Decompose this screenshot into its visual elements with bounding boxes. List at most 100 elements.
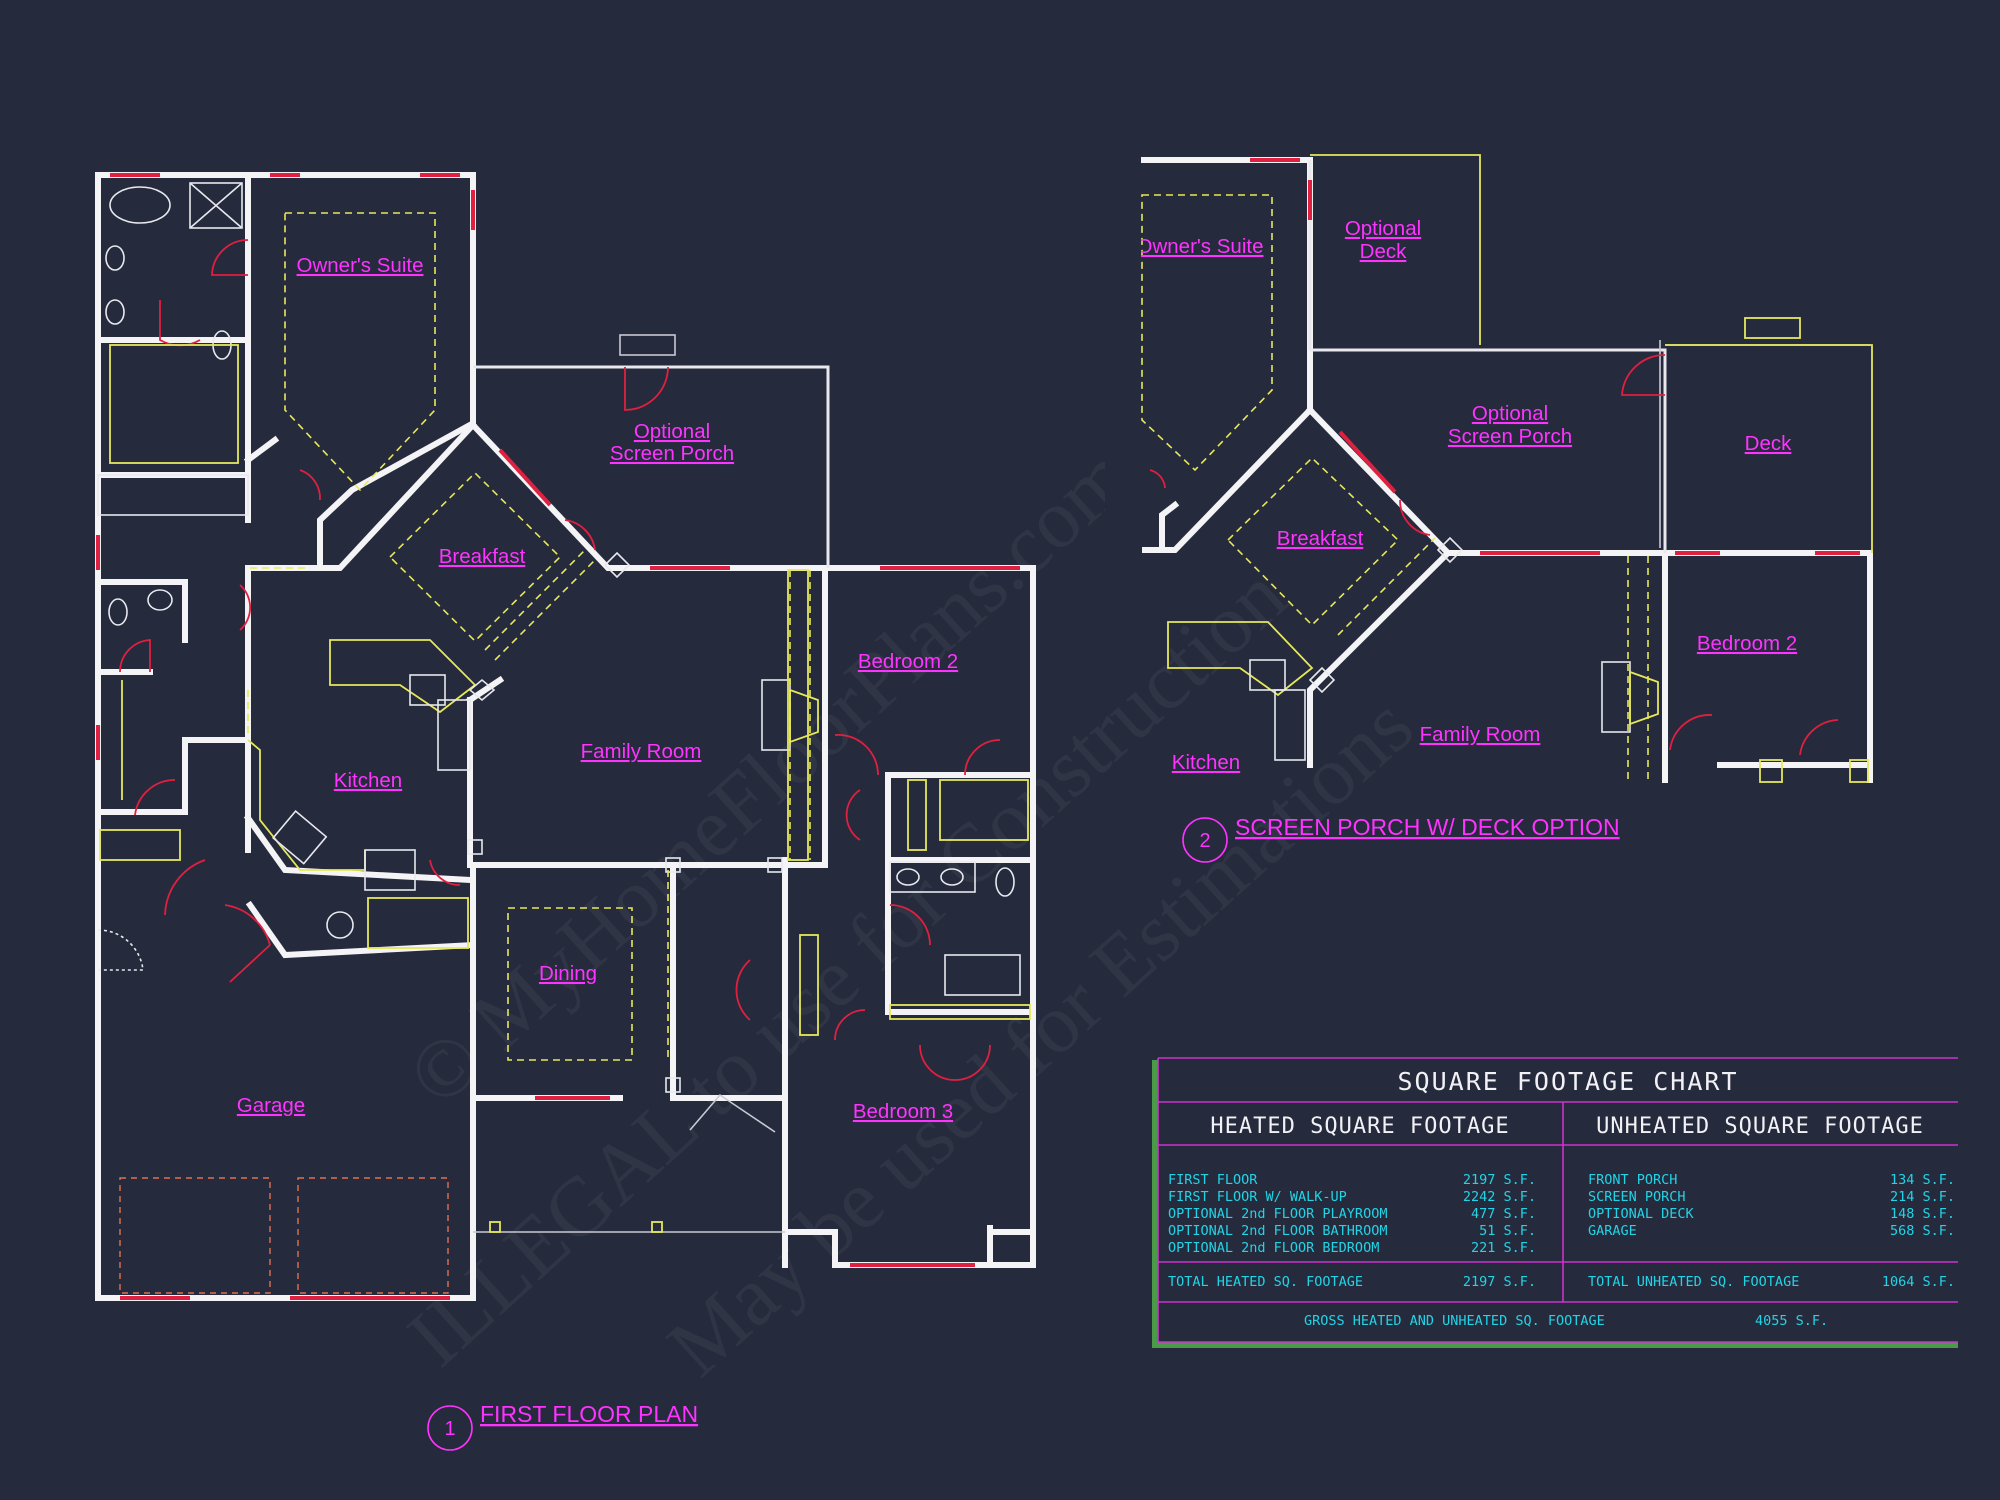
kitchen-peninsula	[329, 639, 477, 714]
unheated-row-label: GARAGE	[1588, 1223, 1637, 1239]
bath-sink-2	[940, 868, 964, 886]
unheated-row-value: 214 S.F.	[1890, 1189, 1955, 1205]
plan-number-circle-2	[1182, 817, 1228, 863]
wall-suite-diag	[317, 420, 475, 571]
opt-room-label-deck-1: Optional	[1345, 217, 1421, 240]
plan-number-1: 1	[444, 1418, 455, 1440]
opt-kitchen-sink	[1249, 659, 1286, 691]
garage-ent-door	[97, 929, 144, 971]
breakfast-tray	[388, 471, 562, 643]
square-footage-chart: SQUARE FOOTAGE CHART HEATED SQUARE FOOTA…	[1152, 1057, 1958, 1348]
door-bed3	[919, 1044, 991, 1081]
plan-title-2: SCREEN PORCH W/ DECK OPTION	[1235, 814, 1620, 840]
door-closet	[299, 469, 321, 501]
door-garage	[164, 859, 271, 983]
opt-wall-suite	[1159, 500, 1180, 553]
opt-room-label-kitchen: Kitchen	[1172, 751, 1240, 774]
first-floor-plan: Owner's Suite Optional Screen Porch Brea…	[95, 172, 1036, 1451]
unheated-row-value: 568 S.F.	[1890, 1223, 1955, 1239]
refrigerator	[364, 849, 416, 891]
gross-value: 4055 S.F.	[1755, 1313, 1828, 1329]
room-label-owners-suite: Owner's Suite	[297, 254, 424, 277]
total-unheated-label: TOTAL UNHEATED SQ. FOOTAGE	[1588, 1274, 1799, 1290]
opt-fireplace-hearth	[1601, 661, 1631, 733]
unheated-row-label: OPTIONAL DECK	[1588, 1206, 1695, 1222]
door-bed3-closet	[834, 1009, 866, 1041]
door-bed2-closet	[964, 739, 1001, 776]
opt-closet-2	[1849, 759, 1869, 783]
wall-laundry	[95, 579, 188, 643]
opt-kitchen-peninsula	[1167, 621, 1314, 697]
hall-linen	[907, 779, 927, 851]
owners-suite-tray	[284, 212, 436, 492]
opt-grill-pad	[1744, 317, 1801, 339]
opt-deck-upper	[1310, 154, 1481, 345]
garage-door-2	[297, 1177, 449, 1294]
opt-closet	[1759, 759, 1783, 783]
wall-family-kitchen	[465, 675, 505, 705]
opt-room-label-breakfast: Breakfast	[1277, 527, 1364, 550]
front-door	[689, 1093, 776, 1133]
unheated-header: UNHEATED SQUARE FOOTAGE	[1596, 1114, 1924, 1139]
door-hall-2	[735, 959, 751, 1021]
door-hall-closet	[845, 789, 861, 841]
sink-2	[105, 299, 125, 325]
heated-row-label: FIRST FLOOR W/ WALK-UP	[1168, 1189, 1347, 1205]
bath-toilet	[995, 867, 1015, 897]
opt-door-porch	[1621, 354, 1666, 396]
kitchen-counter	[247, 739, 366, 871]
opt-column-1	[1308, 666, 1336, 694]
column-3	[467, 839, 483, 855]
room-label-screen-porch-2: Screen Porch	[610, 442, 734, 465]
column-base-2	[651, 1221, 663, 1233]
kitchen-sink	[409, 674, 446, 706]
family-built-in	[787, 569, 809, 861]
door-bed2	[834, 734, 879, 776]
heated-row-value: 221 S.F.	[1471, 1240, 1536, 1256]
opt-room-label-owners-suite: Owner's Suite	[1137, 235, 1264, 258]
room-label-kitchen: Kitchen	[334, 769, 402, 792]
opt-wall-breakfast-w	[1142, 405, 1315, 553]
opt-wall-breakfast-e	[1305, 405, 1873, 783]
opt-room-label-bedroom-2: Bedroom 2	[1697, 632, 1797, 655]
plan-number-circle-1	[427, 1405, 473, 1451]
bath-tub	[944, 954, 1021, 996]
door-mud	[134, 779, 176, 816]
column-4	[665, 857, 681, 873]
bath-2-vanity	[97, 474, 249, 516]
window-5	[498, 448, 552, 507]
kitchen-dw	[437, 699, 471, 771]
dining-tray	[507, 907, 633, 1061]
opt-window-3	[1338, 430, 1397, 494]
plan-number-2: 2	[1199, 830, 1210, 852]
heated-row-label: OPTIONAL 2nd FLOOR BATHROOM	[1168, 1223, 1387, 1239]
bed2-closet	[939, 779, 1029, 841]
range	[271, 809, 328, 865]
door-bath	[889, 904, 931, 946]
bath-sink-1	[896, 868, 920, 886]
sink-1	[105, 245, 125, 271]
opt-wall-north	[1139, 157, 1313, 413]
bathtub	[109, 186, 171, 224]
opt-door-suite	[1149, 469, 1166, 489]
heated-row-label: OPTIONAL 2nd FLOOR BEDROOM	[1168, 1240, 1379, 1256]
porch-outline	[473, 365, 830, 568]
opt-fireplace-box	[1629, 670, 1659, 726]
room-label-dining: Dining	[539, 962, 597, 985]
column-2	[603, 551, 631, 579]
heated-row-value: 2242 S.F.	[1463, 1189, 1536, 1205]
total-heated-label: TOTAL HEATED SQ. FOOTAGE	[1168, 1274, 1363, 1290]
opt-wall-family	[1307, 548, 1453, 768]
wall-pantry	[243, 813, 474, 884]
chart-shadow	[1152, 1060, 1158, 1348]
opt-door-bed2	[1669, 714, 1713, 751]
heated-row-value: 51 S.F.	[1479, 1223, 1536, 1239]
column-5	[767, 857, 783, 873]
door-pantry	[429, 859, 461, 886]
water-heater	[326, 911, 354, 939]
heated-header: HEATED SQUARE FOOTAGE	[1210, 1114, 1509, 1139]
exterior-wall-west	[95, 172, 476, 1301]
door-breakfast	[564, 519, 596, 551]
